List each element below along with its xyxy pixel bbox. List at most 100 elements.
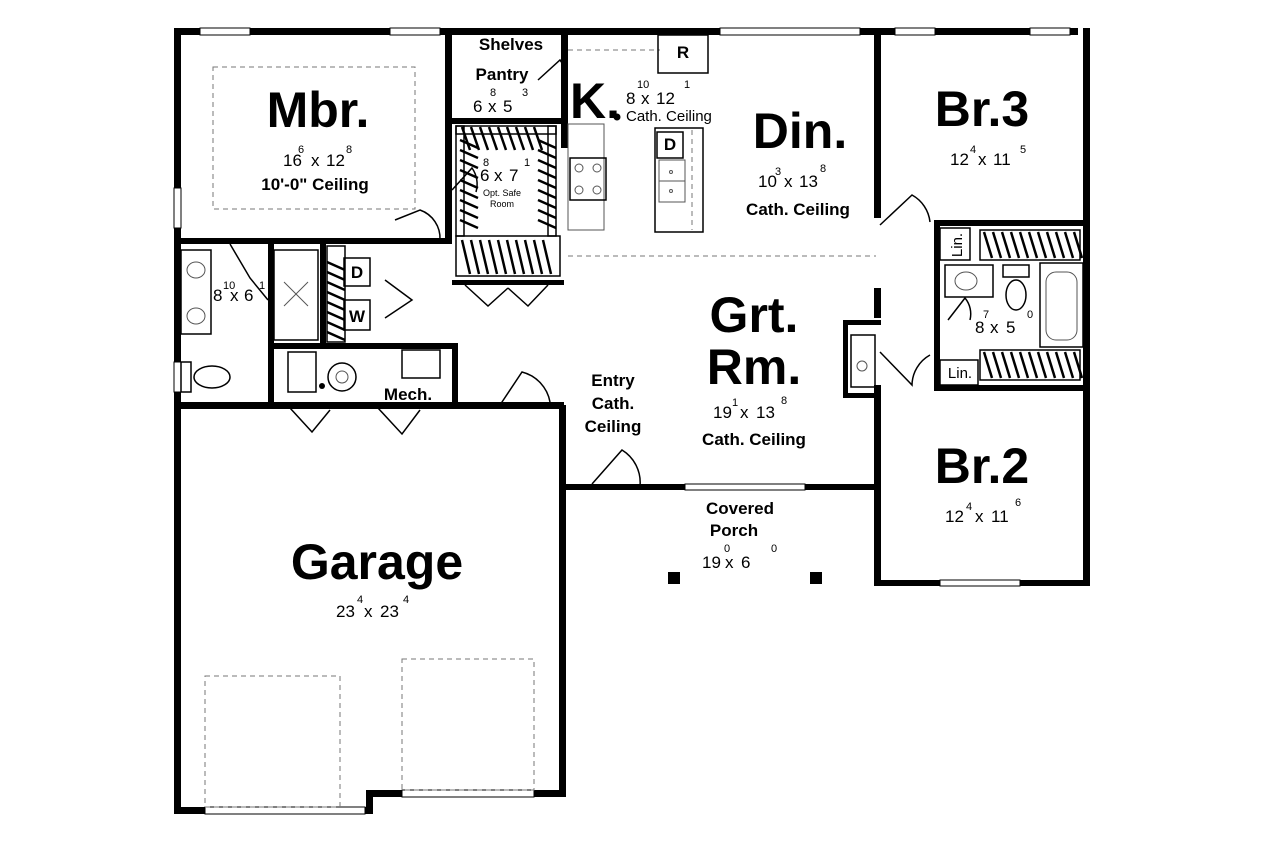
closet-hatch-line <box>1045 231 1057 259</box>
closet-hatch-line <box>496 126 508 151</box>
svg-text:8: 8 <box>346 144 352 156</box>
svg-text:x: x <box>975 507 984 526</box>
closet-hatch-line <box>326 300 346 312</box>
closet-hatch-line <box>478 126 490 151</box>
fixture-labels: R D D W Lin. Lin. <box>343 43 972 382</box>
closet-hatch-line <box>469 126 481 151</box>
closet-hatch-line <box>537 168 557 180</box>
svg-text:x: x <box>230 286 239 305</box>
windows <box>173 27 1071 815</box>
utility-sink <box>401 349 441 379</box>
closet-hatch-line <box>537 158 557 170</box>
svg-text:8: 8 <box>626 89 635 108</box>
closet-hatch-line <box>991 351 1003 379</box>
svg-text:x: x <box>488 97 497 116</box>
svg-text:6: 6 <box>473 97 482 116</box>
closet-hatch-line <box>1045 351 1057 379</box>
closet-hatch-line <box>326 260 346 272</box>
room-great-room: Grt. Rm. 19 1 x 13 8 Cath. Ceiling <box>702 287 806 449</box>
dashed-lines <box>204 49 876 808</box>
svg-text:6: 6 <box>298 144 304 156</box>
svg-text:10: 10 <box>758 172 777 191</box>
svg-text:x: x <box>494 166 503 185</box>
range <box>569 157 607 201</box>
mbr-depth: 12 <box>326 151 345 170</box>
svg-text:x: x <box>784 172 793 191</box>
closet-hatch-line <box>1000 231 1012 259</box>
svg-text:8: 8 <box>483 157 489 169</box>
closet-hatch-line <box>1000 351 1012 379</box>
closet-hatch-line <box>514 239 526 275</box>
svg-text:Shelves: Shelves <box>479 35 543 54</box>
svg-text:12: 12 <box>656 89 675 108</box>
garage-name: Garage <box>291 534 463 590</box>
svg-text:8: 8 <box>820 163 826 175</box>
closet-hatch-line <box>1009 231 1021 259</box>
bath-fixtures <box>180 227 1084 393</box>
room-porch: Covered Porch 0 0 19 x 6 <box>702 499 777 572</box>
closet-hatch-line <box>326 280 346 292</box>
svg-text:Porch: Porch <box>710 521 758 540</box>
closet-hatch-line <box>496 239 508 275</box>
closet-hatch-line <box>1009 351 1021 379</box>
svg-text:x: x <box>364 602 373 621</box>
svg-text:4: 4 <box>357 594 363 606</box>
shower <box>273 249 319 341</box>
closet-hatch-line <box>982 231 994 259</box>
svg-text:x: x <box>641 89 650 108</box>
closet-hatch-line <box>459 178 479 190</box>
closet-hatch-line <box>478 239 490 275</box>
room-pantry: Pantry 8 3 6 x 5 <box>473 65 529 116</box>
svg-text:6: 6 <box>480 166 489 185</box>
room-mech: Mech. <box>384 385 432 404</box>
bathtub <box>1039 262 1084 348</box>
svg-text:13: 13 <box>756 403 775 422</box>
dishwasher-label: D <box>664 135 676 154</box>
fireplace-box <box>850 334 876 388</box>
kitchen-name: K. <box>570 73 620 129</box>
svg-text:Cath. Ceiling: Cath. Ceiling <box>702 430 806 449</box>
mbr-name: Mbr. <box>267 82 370 138</box>
room-bath-2: 7 0 8 x 5 <box>975 309 1033 337</box>
closet-hatch-line <box>459 198 479 210</box>
svg-text:19: 19 <box>702 553 721 572</box>
closet-hatch-line <box>326 290 346 302</box>
closet-hatch-line <box>1063 351 1075 379</box>
room-entry: Entry Cath. Ceiling <box>585 371 642 436</box>
closet-hatch-line <box>469 239 481 275</box>
closet-hatch-line <box>982 351 994 379</box>
svg-text:23: 23 <box>380 602 399 621</box>
svg-text:Covered: Covered <box>706 499 774 518</box>
closet-hatch-line <box>991 231 1003 259</box>
closet-hatch-line <box>459 218 479 230</box>
closet-hatch-line <box>1072 351 1084 379</box>
closet-hatch-line <box>537 178 557 190</box>
svg-text:x: x <box>990 318 999 337</box>
svg-text:4: 4 <box>403 594 409 606</box>
svg-text:7: 7 <box>509 166 518 185</box>
closet-hatch-line <box>459 208 479 220</box>
closet-hatch-line <box>1054 231 1066 259</box>
br3-name: Br.3 <box>935 81 1030 137</box>
closet-hatch-line <box>1054 351 1066 379</box>
closet-hatch-line <box>537 198 557 210</box>
closet-hatch-line <box>326 320 346 332</box>
water-heater <box>287 351 317 393</box>
svg-text:Ceiling: Ceiling <box>585 417 642 436</box>
linen-lower-label: Lin. <box>948 365 972 382</box>
svg-text:6: 6 <box>244 286 253 305</box>
closet-hatch-line <box>326 270 346 282</box>
room-garage: Garage 23 4 x 23 4 <box>291 534 463 621</box>
room-br2: Br.2 12 4 x 11 6 <box>935 438 1030 526</box>
closet-hatch-line <box>505 126 517 151</box>
room-kitchen: K. 10 1 8 x 12 Cath. Ceiling <box>570 73 712 129</box>
mbr-width: 16 <box>283 151 302 170</box>
svg-text:8: 8 <box>781 395 787 407</box>
svg-text:x: x <box>740 403 749 422</box>
svg-text:6: 6 <box>741 553 750 572</box>
closet-hatch-line <box>460 239 472 275</box>
closet-hatch-line <box>459 158 479 170</box>
linen-upper-label: Lin. <box>949 233 966 257</box>
dryer-label: D <box>351 263 363 282</box>
closet-hatch-line <box>541 239 553 275</box>
